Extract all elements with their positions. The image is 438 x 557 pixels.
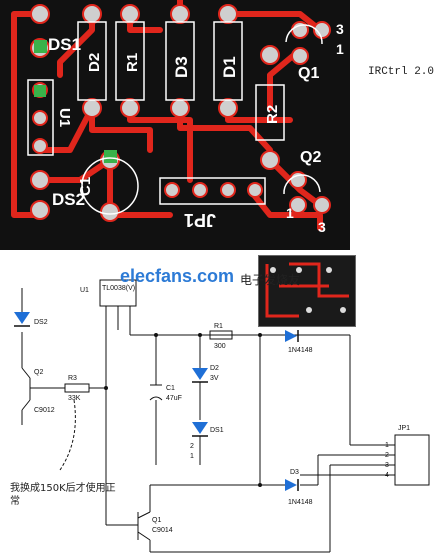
c1-value: 47uF <box>166 395 182 402</box>
silkscreen-outlines <box>27 21 323 215</box>
r1-value: 300 <box>214 343 226 350</box>
q2-part: C9012 <box>34 407 55 414</box>
ds1-ref: DS1 <box>210 427 224 434</box>
q1-label: Q1 <box>298 65 319 82</box>
pcb-thumbnail-art <box>259 256 355 326</box>
r3-value: 33K <box>68 395 81 402</box>
d4-part: 1N4148 <box>288 347 313 354</box>
r1-label: R1 <box>124 53 141 72</box>
ds2-label: DS2 <box>52 190 85 209</box>
d3-part: 1N4148 <box>288 499 313 506</box>
ds2-ref: DS2 <box>34 319 48 326</box>
schematic-labels: U1 TL0038(V) DS2 Q2 C9012 R3 33K C1 47uF… <box>34 285 410 534</box>
d3-ref: D3 <box>290 469 299 476</box>
schematic-wires <box>21 279 430 553</box>
r2-label: R2 <box>264 105 281 124</box>
ds1-label: DS1 <box>48 35 81 54</box>
ds1-pin-1: 1 <box>190 453 194 460</box>
version-label: IRCtrl 2.0 <box>368 66 435 78</box>
pcb-thumbnail <box>258 255 356 327</box>
c1-ref: C1 <box>166 385 175 392</box>
q2-ref: Q2 <box>34 369 43 376</box>
ds1-pin-2: 2 <box>190 443 194 450</box>
jp1-label: JP1 <box>184 210 216 230</box>
q1-pin3-label: 3 <box>336 21 344 37</box>
ds2-led-icon <box>14 312 30 324</box>
q1-ref: Q1 <box>152 517 161 524</box>
jp1-pin-3: 3 <box>385 462 389 469</box>
q2-pin1-label: 1 <box>286 205 294 221</box>
u1-square-pad <box>34 85 46 97</box>
d2-zener-icon <box>192 368 208 380</box>
d3-label: D3 <box>172 56 191 78</box>
schematic: U1 TL0038(V) DS2 Q2 C9012 R3 33K C1 47uF… <box>14 279 430 553</box>
brand-chinese: 电子发烧友 <box>240 273 301 287</box>
d2-ref: D2 <box>210 365 219 372</box>
silkscreen-labels: DS1 DS2 D2 R1 D3 D1 R2 U1 Q1 Q2 C1 JP1 3… <box>48 21 344 235</box>
jp1-pin-2: 2 <box>385 452 389 459</box>
ds1-square-pad <box>34 40 47 53</box>
q1-pin1-label: 1 <box>336 41 344 57</box>
brand-logo: elecfans.com <box>120 266 235 286</box>
handwritten-note: 我换成150K后才使用正常 <box>10 483 116 507</box>
u1-part: TL0038(V) <box>102 285 135 292</box>
u1-ref: U1 <box>80 287 89 294</box>
r3-ref: R3 <box>68 375 77 382</box>
schematic-diodes <box>14 312 297 491</box>
junction-dots <box>104 333 262 487</box>
q2-label: Q2 <box>300 149 321 166</box>
d2-value: 3V <box>210 375 219 382</box>
c1-positive-pad <box>104 150 117 163</box>
diode-bars <box>14 325 299 491</box>
pcb-artwork: DS1 DS2 D2 R1 D3 D1 R2 U1 Q1 Q2 C1 JP1 3… <box>0 0 350 250</box>
pcb-layout: DS1 DS2 D2 R1 D3 D1 R2 U1 Q1 Q2 C1 JP1 3… <box>0 0 350 250</box>
c1-label: C1 <box>77 177 94 196</box>
jp1-pin-4: 4 <box>385 472 389 479</box>
q2-pin3-label: 3 <box>318 219 326 235</box>
jp1-ref: JP1 <box>398 425 410 432</box>
jp1-pin-1: 1 <box>385 442 389 449</box>
u1-label: U1 <box>56 108 73 127</box>
d3-diode-icon <box>285 479 297 491</box>
q1-part: C9014 <box>152 527 173 534</box>
d2-label: D2 <box>86 53 103 72</box>
ds1-led-icon <box>192 422 208 434</box>
r1-ref: R1 <box>214 323 223 330</box>
d4-diode-icon <box>285 330 297 342</box>
d1-label: D1 <box>220 56 239 78</box>
